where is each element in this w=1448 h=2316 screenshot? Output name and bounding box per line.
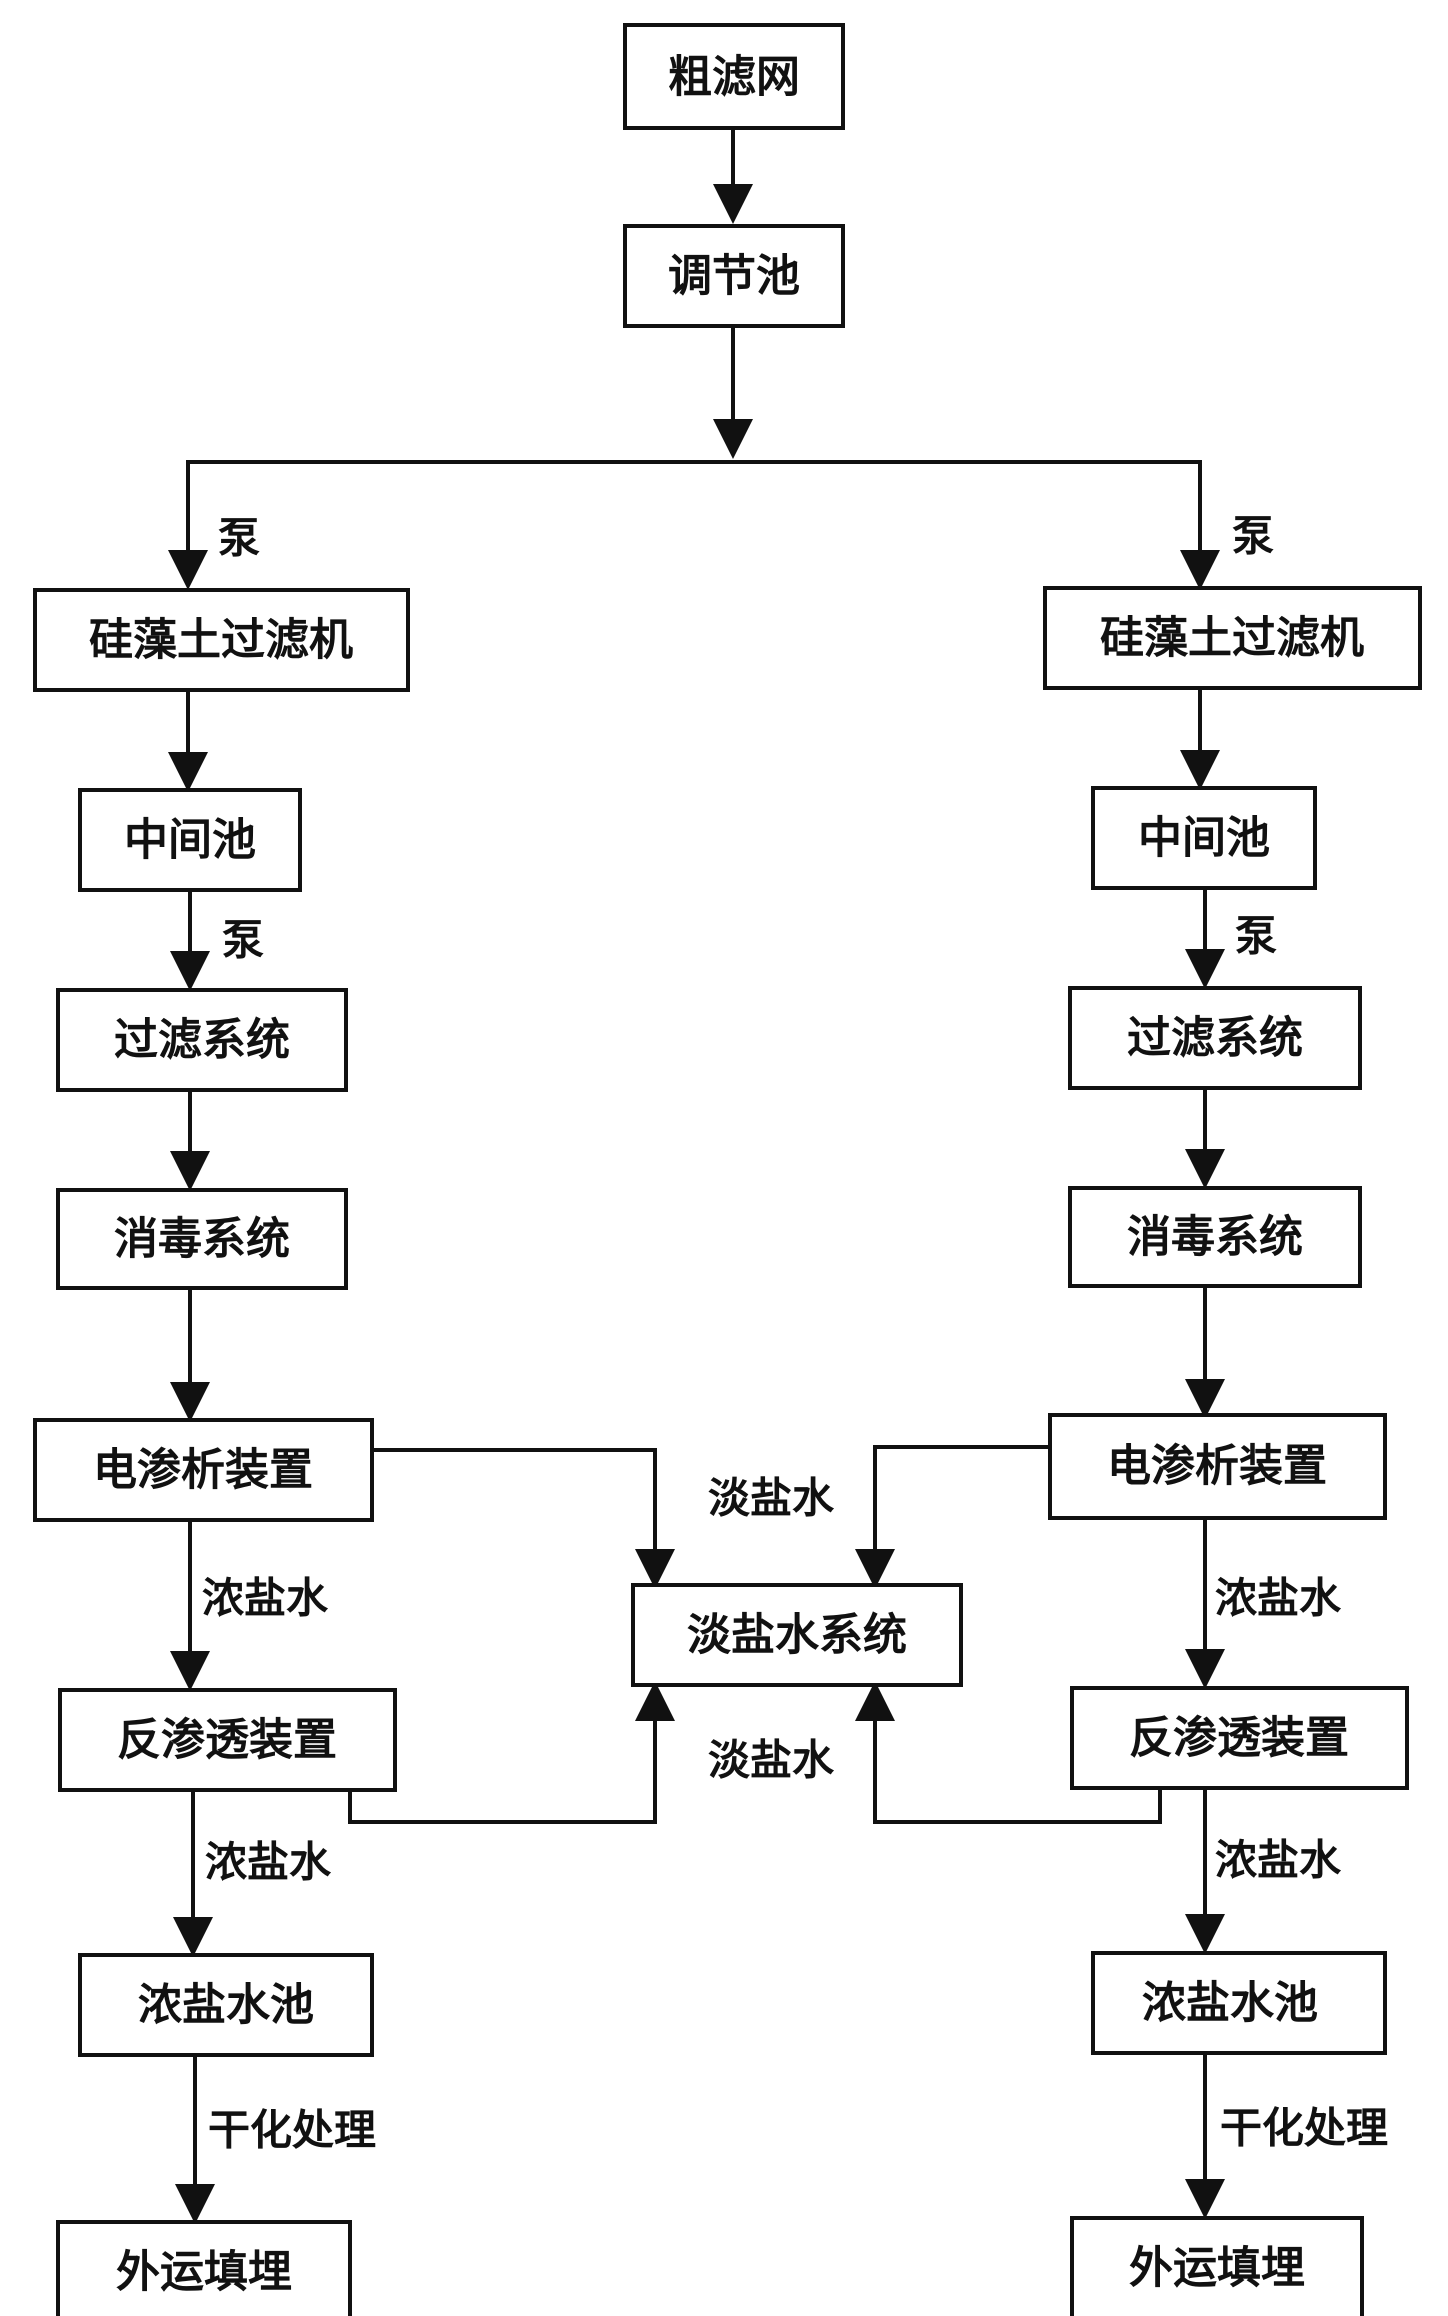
node-left-brine-tank: 浓盐水池: [78, 1953, 374, 2057]
svg-text:淡盐水系统: 淡盐水系统: [687, 1610, 907, 1661]
node-fresh-brine-system: 淡盐水系统: [631, 1583, 963, 1687]
node-right-filtration-system: 过滤系统: [1068, 986, 1362, 1090]
label-right-concentrated-2: 浓盐水: [1215, 1836, 1342, 1885]
arrow-right-ed-to-fresh: [855, 1445, 1050, 1589]
connectors: [168, 130, 1225, 2224]
arrow-left-ed-to-fresh: [372, 1448, 675, 1589]
svg-text:过滤系统: 过滤系统: [1127, 1013, 1303, 1064]
label-left-drying: 干化处理: [208, 2106, 376, 2155]
label-left-pump-top: 泵: [218, 514, 260, 563]
svg-text:调节池: 调节池: [668, 251, 800, 302]
node-right-electrodialysis: 电渗析装置: [1048, 1413, 1387, 1520]
node-right-disinfection-system: 消毒系统: [1068, 1186, 1362, 1288]
node-coarse-screen: 粗滤网: [623, 23, 845, 130]
label-right-pump-mid: 泵: [1235, 912, 1277, 961]
svg-text:中间池: 中间池: [124, 815, 256, 866]
svg-text:外运填埋: 外运填埋: [116, 2247, 292, 2298]
svg-text:外运填埋: 外运填埋: [1129, 2243, 1305, 2294]
label-fresh-brine-top: 淡盐水: [708, 1474, 835, 1523]
svg-text:消毒系统: 消毒系统: [114, 1214, 290, 1265]
label-left-pump-mid: 泵: [222, 916, 264, 965]
svg-text:电渗析装置: 电渗析装置: [93, 1445, 313, 1496]
edge-labels: 泵 泵 泵 泵 浓盐水 浓盐水 浓盐水 浓盐水 淡盐水 淡盐水 干化处理 干化处…: [202, 512, 1388, 2155]
node-right-intermediate-tank: 中间池: [1091, 786, 1317, 890]
label-left-concentrated-1: 浓盐水: [202, 1574, 329, 1623]
label-right-concentrated-1: 浓盐水: [1215, 1574, 1342, 1623]
svg-text:中间池: 中间池: [1138, 813, 1270, 864]
svg-text:硅藻土过滤机: 硅藻土过滤机: [89, 615, 353, 666]
svg-text:硅藻土过滤机: 硅藻土过滤机: [1100, 613, 1364, 664]
svg-text:浓盐水池: 浓盐水池: [1142, 1978, 1318, 2029]
node-right-reverse-osmosis: 反渗透装置: [1070, 1686, 1409, 1790]
label-fresh-brine-bottom: 淡盐水: [708, 1736, 835, 1785]
node-left-landfill: 外运填埋: [56, 2220, 352, 2316]
svg-text:消毒系统: 消毒系统: [1127, 1212, 1303, 1263]
node-right-landfill: 外运填埋: [1070, 2216, 1364, 2316]
node-equalization-tank: 调节池: [623, 224, 845, 328]
node-left-reverse-osmosis: 反渗透装置: [58, 1688, 397, 1792]
node-left-diatomite-filter: 硅藻土过滤机: [33, 588, 410, 692]
svg-text:反渗透装置: 反渗透装置: [1129, 1713, 1349, 1764]
node-left-disinfection-system: 消毒系统: [56, 1188, 348, 1290]
svg-text:粗滤网: 粗滤网: [668, 52, 800, 103]
label-right-pump-top: 泵: [1232, 512, 1274, 561]
node-right-diatomite-filter: 硅藻土过滤机: [1043, 586, 1422, 690]
split-line: [186, 460, 1220, 590]
arrow-right-ro-to-fresh: [855, 1681, 1162, 1824]
label-right-drying: 干化处理: [1220, 2104, 1388, 2153]
svg-text:反渗透装置: 反渗透装置: [117, 1715, 337, 1766]
arrow-left-ro-to-fresh: [348, 1681, 675, 1824]
node-left-electrodialysis: 电渗析装置: [33, 1418, 374, 1522]
node-left-intermediate-tank: 中间池: [78, 788, 302, 892]
svg-text:过滤系统: 过滤系统: [114, 1015, 290, 1066]
label-left-concentrated-2: 浓盐水: [205, 1838, 332, 1887]
svg-text:电渗析装置: 电渗析装置: [1107, 1441, 1327, 1492]
svg-text:浓盐水池: 浓盐水池: [138, 1980, 314, 2031]
nodes: 粗滤网 调节池 硅藻土过滤机 中间池 过滤系统 消毒系统 电渗析装置: [33, 23, 1422, 2316]
node-left-filtration-system: 过滤系统: [56, 988, 348, 1092]
node-right-brine-tank: 浓盐水池: [1091, 1951, 1387, 2055]
